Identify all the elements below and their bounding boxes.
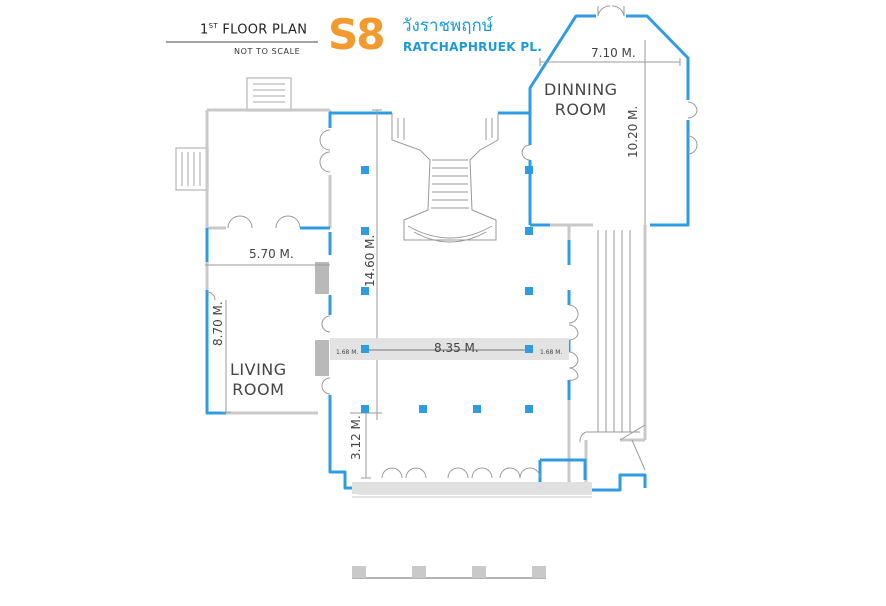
dining-room-line-2: ROOM xyxy=(554,100,607,119)
living-width-dim: 5.70 M. xyxy=(249,247,294,261)
side-right-dim: 1.68 M. xyxy=(540,349,563,356)
living-room-line-1: LIVING xyxy=(230,360,287,379)
living-room-line-2: ROOM xyxy=(232,380,285,399)
dining-doors xyxy=(597,5,698,155)
hall-width-dim: 8.35 M. xyxy=(434,341,479,355)
building-name-english: RATCHAPHRUEK PL. xyxy=(403,40,543,54)
hall-depth-dim: 14.60 M. xyxy=(363,234,377,287)
floor-title: FLOOR PLAN xyxy=(222,22,308,38)
column xyxy=(361,345,369,353)
hall-dim-lines xyxy=(205,109,382,479)
side-left-dim: 1.68 M. xyxy=(336,349,359,356)
column xyxy=(525,287,533,295)
column xyxy=(525,405,533,413)
wall-block-1 xyxy=(315,262,329,294)
column xyxy=(525,345,533,353)
building-name-thai: วังราชพฤกษ์ xyxy=(402,16,494,36)
column xyxy=(419,405,427,413)
scale-note: NOT TO SCALE xyxy=(234,47,301,56)
entrance-stair-top xyxy=(246,77,292,112)
column xyxy=(473,405,481,413)
dining-room-label: DINNING ROOM xyxy=(544,80,618,120)
bottom-platform xyxy=(352,566,546,579)
dining-width-dim: 7.10 M. xyxy=(591,46,636,60)
column xyxy=(525,227,533,235)
building-code: S8 xyxy=(328,10,386,59)
entrance-stair-left xyxy=(175,147,209,191)
floor-plan-title: 1ST FLOOR PLAN xyxy=(200,22,307,37)
hall-band xyxy=(330,338,569,360)
wall-block-2 xyxy=(315,340,329,376)
living-room-label: LIVING ROOM xyxy=(230,360,287,400)
columns xyxy=(361,166,533,413)
corridor-stairs xyxy=(579,230,646,471)
column xyxy=(361,227,369,235)
column xyxy=(361,287,369,295)
column xyxy=(525,166,533,174)
column xyxy=(361,405,369,413)
gray-walls xyxy=(205,108,647,495)
dining-room-line-1: DINNING xyxy=(544,80,618,99)
living-depth-dim: 8.70 M. xyxy=(211,301,225,346)
dining-dim-lines xyxy=(539,40,681,225)
floor-number: 1 xyxy=(200,22,209,38)
porch-base xyxy=(352,482,592,498)
floor-suffix: ST xyxy=(208,22,218,30)
grand-staircase xyxy=(391,113,499,243)
porch-depth-dim: 3.12 M. xyxy=(349,415,363,460)
column xyxy=(361,166,369,174)
door-swings xyxy=(206,129,579,479)
dining-depth-dim: 10.20 M. xyxy=(626,105,640,158)
